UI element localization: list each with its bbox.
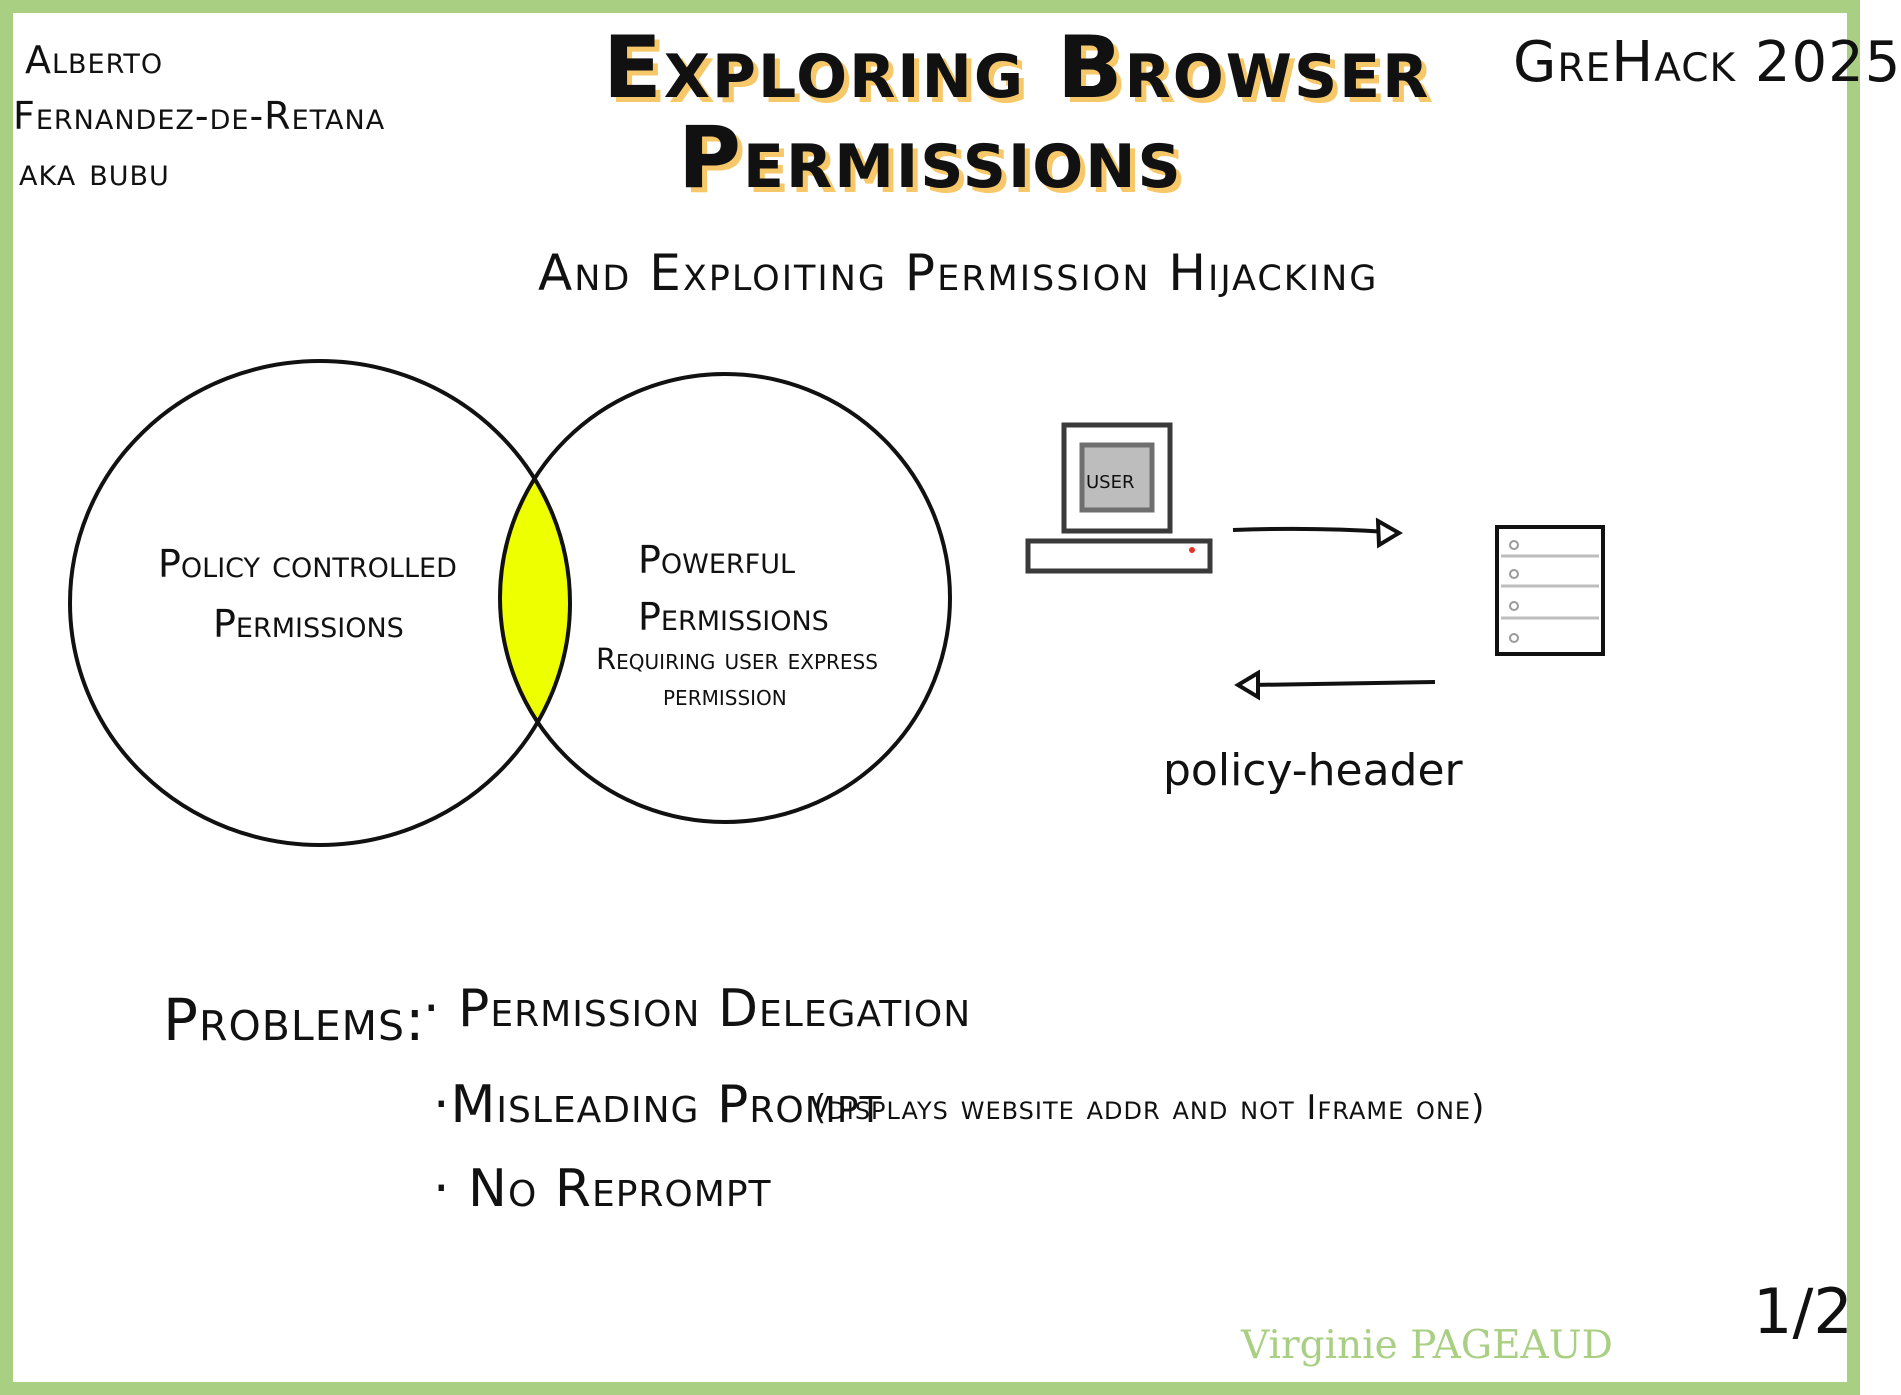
venn-left-circle [68,359,572,847]
problem-item-2-note: (displays website addr and not Iframe on… [813,1088,1486,1128]
computer-icon [1025,422,1213,574]
venn-right-label-line-3: Requiring user express [596,642,878,676]
problem-item-2: ·Misleading Prompt [433,1075,883,1135]
computer-screen-label: user [1086,465,1135,494]
problem-item-3: · No Reprompt [433,1159,772,1219]
venn-right-circle [498,372,952,824]
page-number: 1/2 [1753,1275,1853,1348]
venn-left-label-line-2: Permissions [213,602,404,646]
request-arrow [1232,517,1403,549]
problems-heading: Problems: [163,986,426,1054]
diagram-drawing [68,359,1605,847]
author-alias: aka bubu [19,150,170,194]
problem-item-1: · Permission Delegation [423,979,972,1039]
venn-left-label-line-1: Policy controlled [158,542,457,586]
page-title-line-2: Permissions [678,108,1183,208]
venn-right-label-line-2: Permissions [638,595,829,639]
author-name-first: Alberto [25,38,164,82]
artist-credit: Virginie PAGEAUD [1241,1323,1613,1368]
author-name-last: Fernandez-de-Retana [13,94,386,138]
event-name: GreHack 2025 [1513,30,1901,95]
policy-header-label: policy-header [1163,745,1463,796]
venn-right-label-line-4: permission [663,678,787,712]
page-subtitle: And Exploiting Permission Hijacking [538,244,1379,302]
venn-right-label-line-1: Powerful [638,538,796,582]
page-title-line-1: Exploring Browser [603,18,1431,118]
response-arrow [1234,669,1436,701]
server-icon [1495,525,1605,656]
